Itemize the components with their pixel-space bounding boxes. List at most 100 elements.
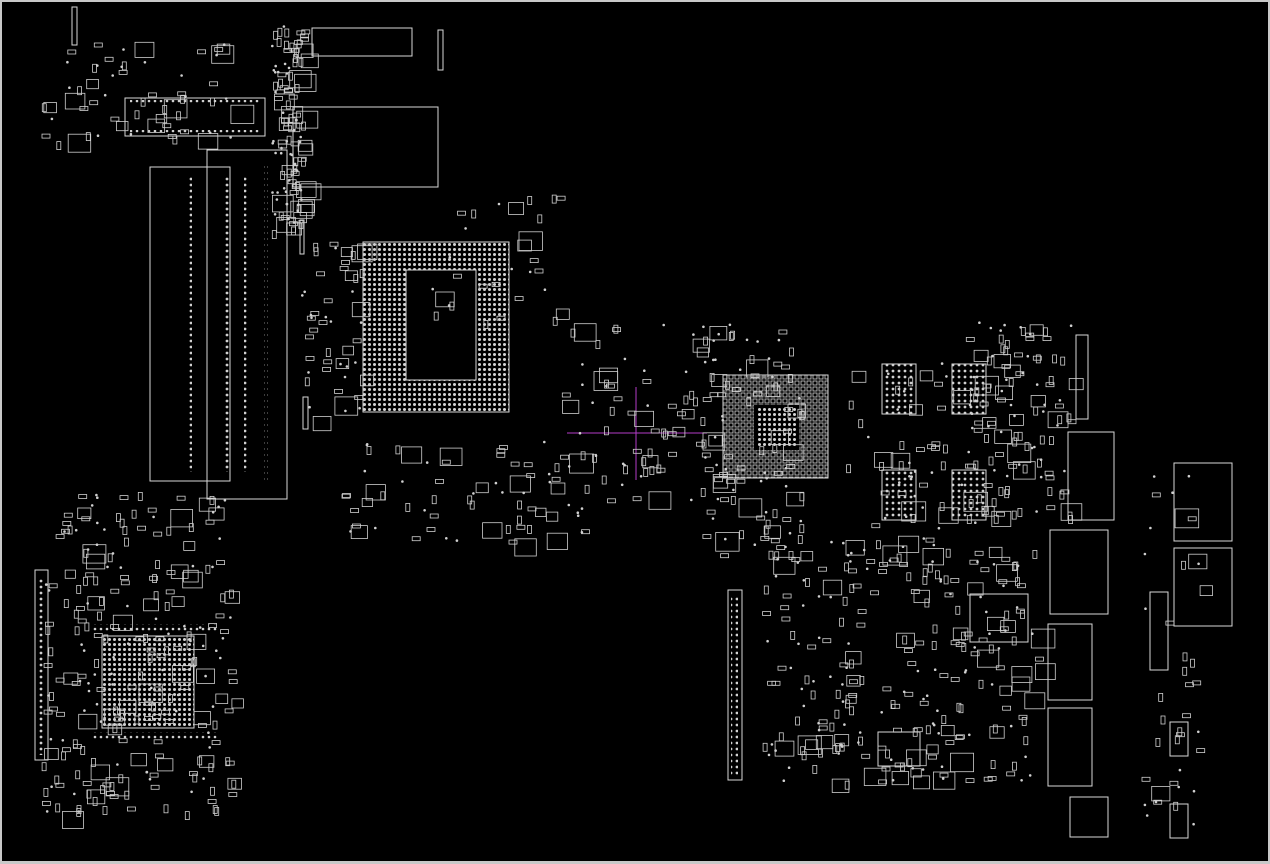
passive-component[interactable] — [231, 779, 237, 789]
passive-component[interactable] — [201, 644, 205, 648]
passive-component[interactable] — [227, 669, 237, 675]
passive-component[interactable] — [433, 311, 439, 321]
passive-component[interactable] — [230, 104, 255, 124]
passive-component[interactable] — [155, 114, 168, 124]
passive-component[interactable] — [120, 575, 129, 580]
passive-component[interactable] — [1176, 732, 1185, 738]
passive-component[interactable] — [143, 634, 149, 643]
passive-component[interactable] — [274, 90, 277, 94]
passive-component[interactable] — [87, 789, 106, 805]
passive-component[interactable] — [983, 776, 993, 782]
passive-component[interactable] — [885, 749, 890, 759]
passive-component[interactable] — [1004, 364, 1021, 378]
passive-component[interactable] — [943, 575, 949, 585]
passive-component[interactable] — [122, 48, 125, 51]
passive-component[interactable] — [732, 488, 735, 492]
passive-component[interactable] — [518, 231, 543, 251]
passive-component[interactable] — [1068, 378, 1084, 391]
passive-component[interactable] — [517, 515, 522, 525]
passive-component[interactable] — [176, 111, 181, 121]
passive-component[interactable] — [632, 496, 642, 502]
passive-component[interactable] — [817, 636, 821, 640]
passive-component[interactable] — [897, 491, 907, 497]
passive-component[interactable] — [157, 758, 174, 772]
passive-component[interactable] — [1011, 666, 1033, 683]
passive-component[interactable] — [945, 375, 948, 378]
passive-component[interactable] — [310, 316, 313, 320]
passive-component[interactable] — [467, 495, 473, 505]
passive-component[interactable] — [987, 420, 996, 426]
passive-component[interactable] — [700, 487, 706, 497]
passive-component[interactable] — [684, 370, 688, 374]
passive-component[interactable] — [857, 609, 867, 614]
passive-component[interactable] — [581, 363, 584, 366]
passive-component[interactable] — [205, 564, 211, 574]
passive-component[interactable] — [594, 454, 598, 458]
passive-component[interactable] — [895, 385, 901, 395]
passive-component[interactable] — [967, 582, 984, 596]
passive-component[interactable] — [426, 527, 436, 532]
passive-component[interactable] — [689, 390, 695, 400]
passive-component[interactable] — [746, 397, 752, 407]
passive-component[interactable] — [288, 221, 298, 227]
passive-component[interactable] — [939, 578, 943, 581]
passive-component[interactable] — [1158, 693, 1164, 702]
passive-component[interactable] — [47, 694, 50, 697]
passive-component[interactable] — [812, 680, 815, 683]
passive-component[interactable] — [960, 483, 964, 487]
passive-component[interactable] — [85, 572, 95, 578]
passive-component[interactable] — [1009, 724, 1013, 728]
passive-component[interactable] — [1025, 336, 1035, 341]
passive-component[interactable] — [998, 579, 1008, 585]
passive-component[interactable] — [300, 36, 310, 42]
passive-component[interactable] — [93, 673, 97, 676]
passive-component[interactable] — [86, 79, 99, 90]
passive-component[interactable] — [340, 247, 353, 258]
passive-component[interactable] — [285, 72, 289, 75]
passive-component[interactable] — [288, 94, 298, 100]
passive-component[interactable] — [280, 171, 286, 180]
passive-component[interactable] — [92, 63, 97, 73]
passive-component[interactable] — [62, 747, 71, 753]
passive-component[interactable] — [288, 113, 294, 123]
passive-component[interactable] — [730, 330, 735, 340]
passive-component[interactable] — [701, 452, 711, 458]
passive-component[interactable] — [1044, 470, 1054, 476]
passive-component[interactable] — [1196, 748, 1206, 753]
passive-component[interactable] — [841, 683, 844, 686]
passive-component[interactable] — [837, 752, 840, 755]
passive-component[interactable] — [712, 339, 715, 342]
passive-component[interactable] — [1021, 371, 1024, 375]
passive-component[interactable] — [989, 326, 993, 330]
passive-component[interactable] — [287, 179, 297, 185]
passive-component[interactable] — [113, 706, 118, 716]
passive-component[interactable] — [1035, 510, 1038, 513]
passive-component[interactable] — [137, 653, 141, 656]
passive-component[interactable] — [799, 519, 803, 523]
passive-component[interactable] — [425, 461, 429, 464]
passive-component[interactable] — [526, 473, 536, 479]
passive-component[interactable] — [63, 530, 66, 533]
passive-component[interactable] — [198, 755, 215, 768]
passive-component[interactable] — [91, 758, 96, 767]
passive-component[interactable] — [41, 133, 51, 139]
passive-component[interactable] — [96, 496, 99, 500]
passive-component[interactable] — [692, 333, 695, 336]
passive-component[interactable] — [995, 665, 1005, 671]
passive-component[interactable] — [174, 709, 178, 713]
passive-component[interactable] — [910, 475, 913, 479]
passive-component[interactable] — [111, 74, 114, 77]
passive-component[interactable] — [534, 268, 544, 274]
passive-component[interactable] — [762, 742, 768, 752]
passive-component[interactable] — [871, 523, 881, 529]
passive-component[interactable] — [205, 519, 215, 525]
passive-component[interactable] — [49, 692, 54, 701]
passive-component[interactable] — [1190, 658, 1195, 668]
passive-component[interactable] — [227, 777, 242, 790]
passive-component[interactable] — [1177, 727, 1183, 737]
passive-component[interactable] — [277, 72, 287, 78]
passive-component[interactable] — [961, 643, 967, 652]
passive-component[interactable] — [299, 204, 315, 217]
passive-component[interactable] — [271, 194, 294, 213]
